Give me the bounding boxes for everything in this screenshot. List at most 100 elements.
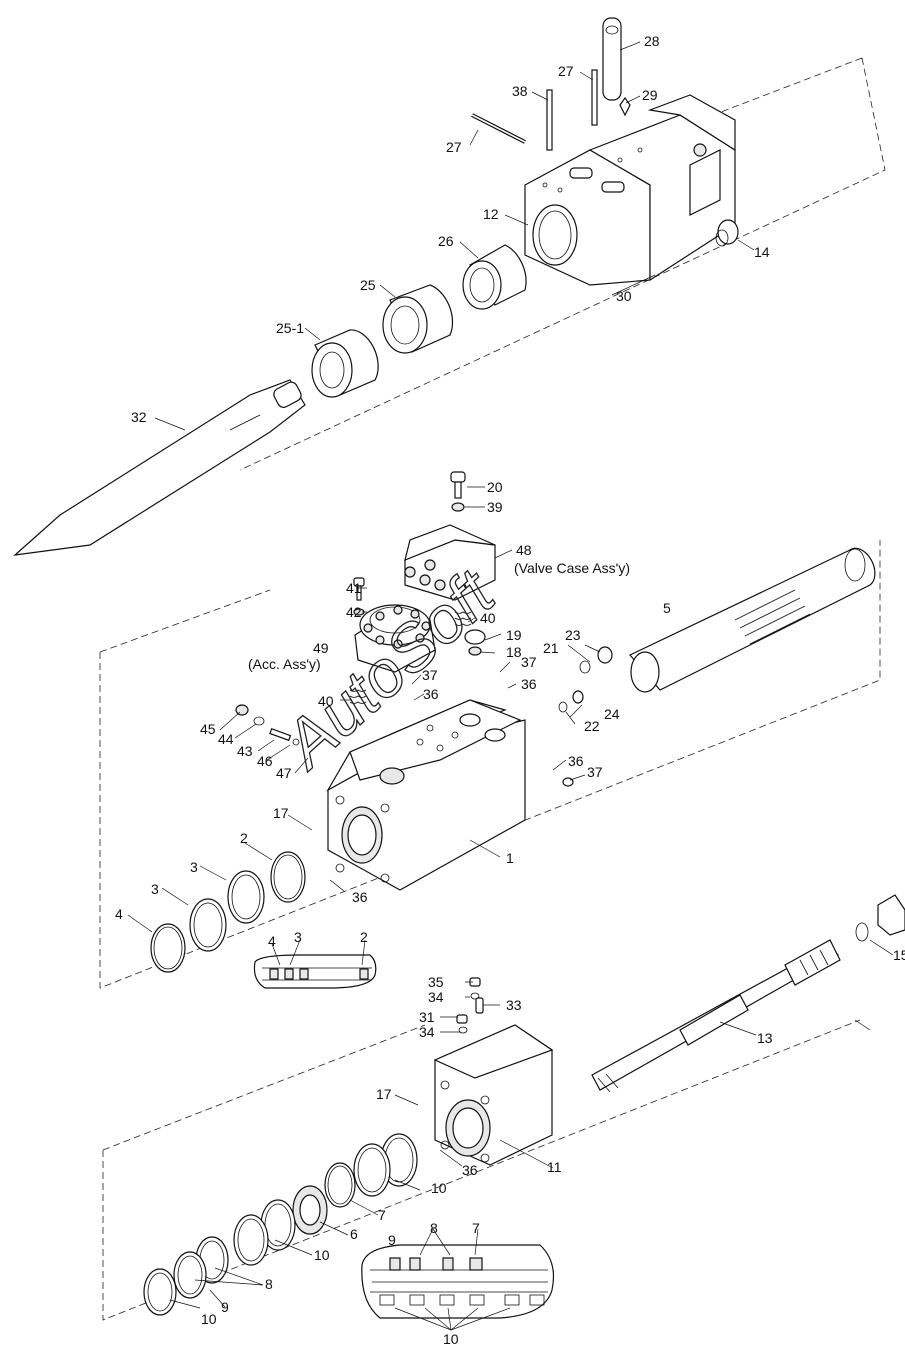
callout-36: 36 [352, 889, 368, 905]
callout-33: 33 [506, 997, 522, 1013]
o-ring-21 [579, 660, 591, 674]
plug-23 [597, 646, 613, 664]
valve-parts-18-19 [464, 629, 486, 656]
callout-34: 34 [428, 989, 444, 1005]
seal-3b [189, 898, 227, 952]
callout-3: 3 [190, 859, 198, 875]
seal-10-outer [143, 1268, 177, 1316]
upper-group-frame [239, 57, 886, 471]
valve-case-48 [404, 524, 496, 601]
seal-10-lower-b [233, 1214, 269, 1266]
plug-24 [572, 690, 584, 704]
callout-9: 9 [221, 1299, 229, 1315]
callout-15: 15 [893, 947, 905, 963]
ring-nut-25-1 [311, 329, 379, 398]
callout-26: 26 [438, 233, 454, 249]
callout-7-inset: 7 [472, 1220, 480, 1236]
callout-25: 25 [360, 277, 376, 293]
callout-23: 23 [565, 627, 581, 643]
callout-19: 19 [506, 627, 522, 643]
callout-37: 37 [521, 654, 537, 670]
seal-3a [227, 870, 265, 924]
seal-7 [324, 1162, 356, 1208]
callout-34: 34 [419, 1024, 435, 1040]
callout-27: 27 [558, 63, 574, 79]
callout-46: 46 [257, 753, 273, 769]
callout-20: 20 [487, 479, 503, 495]
callout-32: 32 [131, 409, 147, 425]
callout-28: 28 [644, 33, 660, 49]
callout-8-inset: 8 [430, 1220, 438, 1236]
through-bolt-13 [591, 939, 841, 1093]
callout-9-inset: 9 [388, 1232, 396, 1248]
callout-10: 10 [201, 1311, 217, 1327]
callout-21: 21 [543, 640, 559, 656]
seal-4 [150, 923, 186, 973]
callout-37: 37 [422, 667, 438, 683]
ring-bushing-25 [382, 284, 454, 354]
callout-38: 38 [512, 83, 528, 99]
callout-39: 39 [487, 499, 503, 515]
callout-35: 35 [428, 974, 444, 990]
callout-49: 49 [313, 640, 329, 656]
pin-28 [602, 17, 622, 101]
callout-36: 36 [568, 753, 584, 769]
callout-18: 18 [506, 644, 522, 660]
callout-3-inset: 3 [294, 929, 302, 945]
callout-2-inset: 2 [360, 929, 368, 945]
seal-8-b [173, 1251, 207, 1299]
callout-27: 27 [446, 139, 462, 155]
callout-36: 36 [423, 686, 439, 702]
callout-8: 8 [265, 1276, 273, 1292]
callout-24: 24 [604, 706, 620, 722]
front-bushing-26 [462, 244, 527, 310]
callout-13: 13 [757, 1030, 773, 1046]
callout-40: 40 [318, 693, 334, 709]
seal-2 [270, 851, 306, 903]
seal-detail-inset-2 [361, 1244, 555, 1319]
lower-group-frame [102, 1019, 861, 1321]
callout-45: 45 [200, 721, 216, 737]
callout-36: 36 [521, 676, 537, 692]
wear-ring-6 [292, 1185, 328, 1235]
seal-detail-inset-1 [253, 954, 377, 989]
springs-40 [349, 611, 472, 704]
callout-48: 48 [516, 542, 532, 558]
nut-15 [855, 894, 905, 942]
bolt-41 [353, 577, 365, 616]
front-head-12 [524, 94, 736, 286]
accumulator-49 [354, 604, 436, 673]
callout-5: 5 [663, 600, 671, 616]
callout-12: 12 [483, 206, 499, 222]
callout-10: 10 [314, 1247, 330, 1263]
callout-47: 47 [276, 765, 292, 781]
callout-labels: 28 27 38 29 27 12 26 14 25 30 25-1 32 20… [115, 33, 905, 1347]
callout-6: 6 [350, 1226, 358, 1242]
callout-10-inset: 10 [443, 1331, 459, 1347]
top-fittings-31-35 [456, 977, 484, 1034]
callout-29: 29 [642, 87, 658, 103]
valve-block-top-ports [416, 713, 506, 752]
callout-17: 17 [376, 1086, 392, 1102]
callout-1: 1 [506, 850, 514, 866]
callout-41: 41 [346, 580, 362, 596]
callout-36: 36 [462, 1162, 478, 1178]
callout-43: 43 [237, 743, 253, 759]
back-head-11 [433, 1024, 554, 1166]
seal-10-upper-b [353, 1143, 391, 1197]
callout-14: 14 [754, 244, 770, 260]
leader-lines [127, 41, 894, 1331]
callout-2: 2 [240, 830, 248, 846]
side-bolts-43-47 [235, 704, 300, 746]
callout-31: 31 [419, 1009, 435, 1025]
callout-30: 30 [616, 288, 632, 304]
acc-caption: (Acc. Ass'y) [248, 656, 321, 672]
callout-11: 11 [547, 1159, 562, 1175]
callout-3: 3 [151, 881, 159, 897]
callout-22: 22 [584, 718, 600, 734]
callout-10: 10 [431, 1180, 447, 1196]
rod-pins [471, 69, 631, 151]
callout-17: 17 [273, 805, 289, 821]
